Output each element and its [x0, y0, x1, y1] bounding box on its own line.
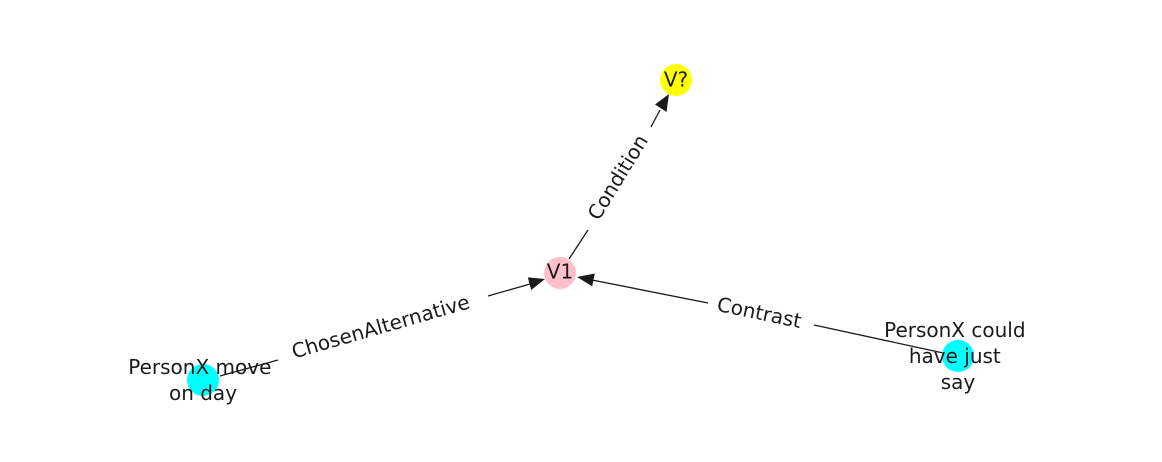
- node-personx-move-on-day-label-line: PersonX move: [128, 355, 271, 379]
- node-v-question-label: V?: [664, 68, 688, 92]
- edge-condition-line-upper: [650, 109, 661, 128]
- node-personx-could-have-just-say-label-line: say: [941, 370, 976, 394]
- edge-contrast-arrowhead: [577, 273, 595, 287]
- node-v-question-circle: [660, 64, 692, 96]
- edge-contrast-line-right: [813, 324, 958, 357]
- node-personx-could-have-just-say-label: PersonX could have just say: [884, 318, 1032, 394]
- node-v1-circle: [544, 257, 576, 289]
- node-personx-move-on-day: PersonX move on day: [128, 355, 277, 405]
- node-personx-could-have-just-say-circle: [942, 340, 974, 372]
- edge-chosen-alternative-arrowhead: [527, 277, 545, 290]
- edge-condition-arrowhead: [655, 94, 669, 112]
- node-personx-move-on-day-label: PersonX move on day: [128, 355, 277, 405]
- node-personx-could-have-just-say-label-line: PersonX could: [884, 318, 1025, 342]
- node-personx-move-on-day-label-line: on day: [169, 381, 237, 405]
- edge-label-contrast: Contrast: [715, 292, 804, 333]
- edge-chosen-alternative-line-right: [487, 283, 531, 297]
- node-v-question: V?: [660, 64, 692, 96]
- edge-condition: Condition: [568, 94, 669, 260]
- edge-condition-line-lower: [568, 229, 589, 260]
- node-personx-could-have-just-say-label-line: have just: [909, 344, 1001, 368]
- node-v1-label: V1: [547, 260, 573, 284]
- node-personx-could-have-just-say: PersonX could have just say: [884, 318, 1032, 394]
- edge-contrast-line-left: [591, 279, 709, 304]
- node-v1: V1: [544, 257, 576, 289]
- edge-label-condition: Condition: [582, 130, 652, 224]
- edge-chosen-alternative-line-left: [219, 359, 279, 377]
- edge-contrast: Contrast: [577, 273, 958, 357]
- node-personx-move-on-day-circle: [187, 364, 219, 396]
- edge-label-chosen-alternative: ChosenAlternative: [289, 290, 473, 364]
